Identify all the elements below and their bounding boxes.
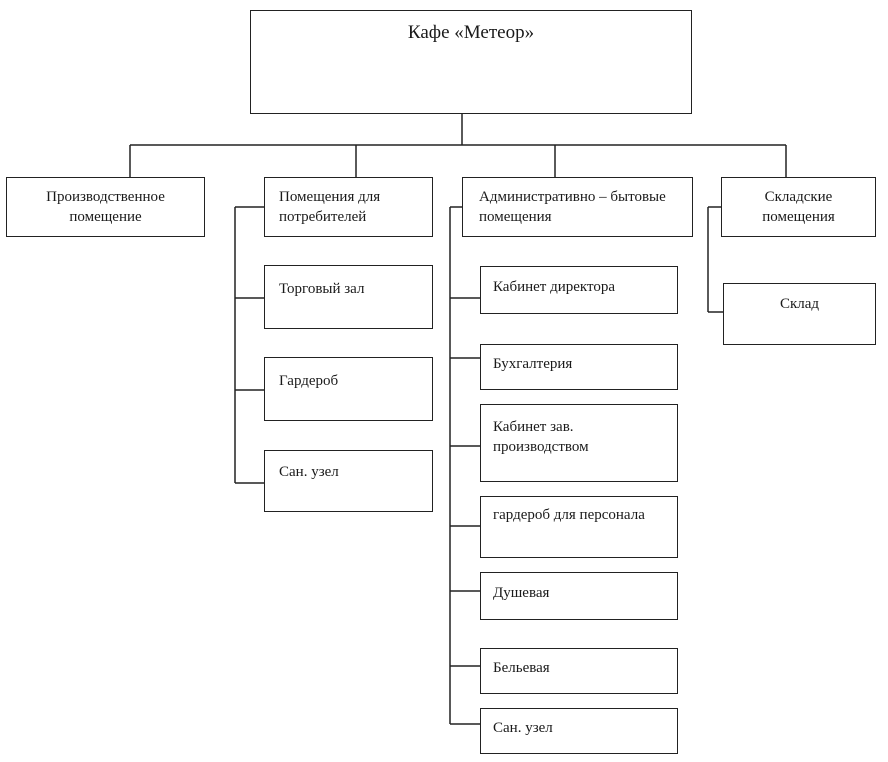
category-label: Производственное помещение	[46, 189, 165, 225]
node-label: Кабинет директора	[493, 279, 616, 295]
node-trade-hall: Торговый зал	[264, 265, 433, 329]
category-label: Административно – бытовые помещения	[479, 189, 666, 225]
node-label: Торговый зал	[279, 281, 365, 297]
node-accounting: Бухгалтерия	[480, 344, 678, 390]
node-cloakroom: Гардероб	[264, 357, 433, 421]
category-admin: Административно – бытовые помещения	[462, 177, 693, 237]
node-label: Кабинет зав. производством	[493, 419, 589, 455]
node-director-office: Кабинет директора	[480, 266, 678, 314]
category-production: Производственное помещение	[6, 177, 205, 237]
node-label: Сан. узел	[493, 720, 553, 736]
node-shower: Душевая	[480, 572, 678, 620]
node-restroom: Сан. узел	[264, 450, 433, 512]
root-node: Кафе «Метеор»	[250, 10, 692, 114]
node-label: Душевая	[493, 585, 550, 601]
node-label: Сан. узел	[279, 464, 339, 480]
category-storage: Складские помещения	[721, 177, 876, 237]
category-consumers: Помещения для потребителей	[264, 177, 433, 237]
node-label: Гардероб	[279, 373, 339, 389]
node-label: Бельевая	[493, 660, 550, 676]
root-label: Кафе «Метеор»	[407, 22, 535, 43]
node-staff-restroom: Сан. узел	[480, 708, 678, 754]
node-linen-room: Бельевая	[480, 648, 678, 694]
category-label: Складские помещения	[762, 189, 835, 225]
node-label: Бухгалтерия	[493, 356, 573, 372]
node-label: гардероб для персонала	[493, 507, 645, 523]
category-label: Помещения для потребителей	[279, 189, 381, 225]
node-warehouse: Склад	[723, 283, 876, 345]
node-staff-cloakroom: гардероб для персонала	[480, 496, 678, 558]
node-production-head-office: Кабинет зав. производством	[480, 404, 678, 482]
node-label: Склад	[779, 296, 820, 312]
